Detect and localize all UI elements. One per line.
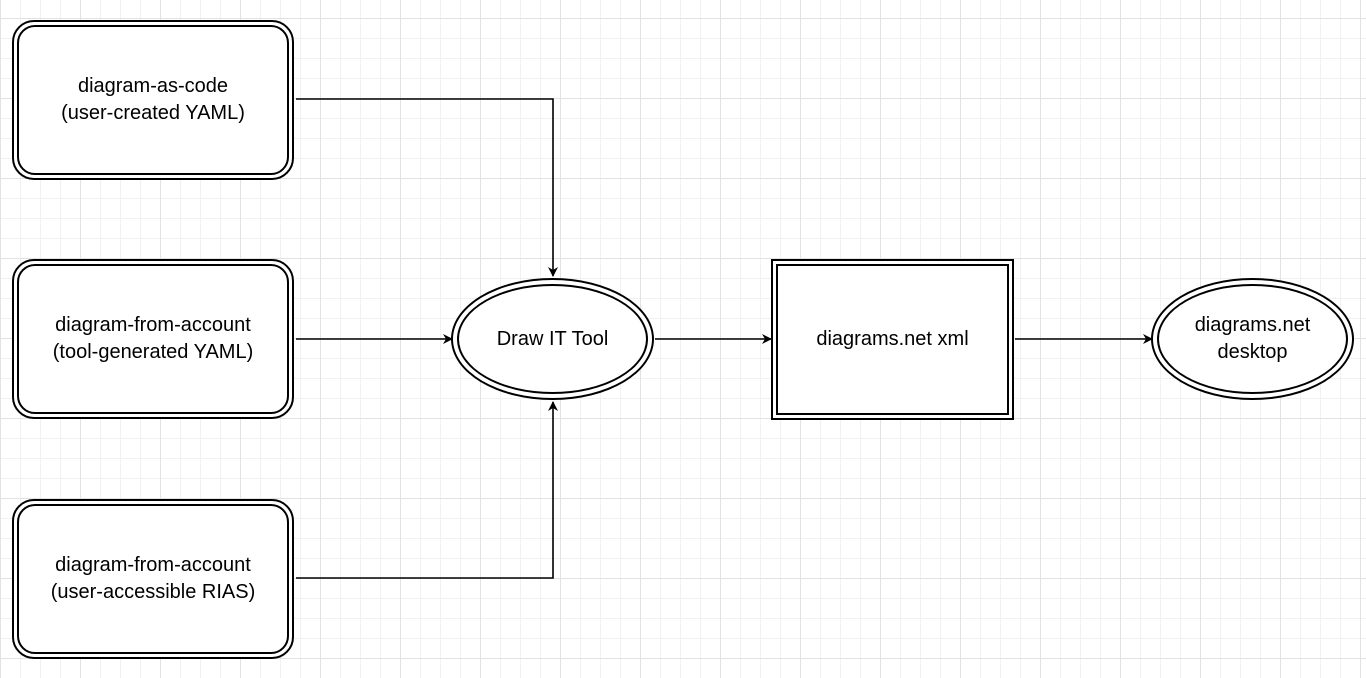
node-diagram-from-account-yaml-label: diagram-from-account (tool-generated YAM… [52,314,254,363]
node-diagram-from-account-yaml[interactable]: diagram-from-account (tool-generated YAM… [12,259,294,419]
node-diagram-from-account-rias[interactable]: diagram-from-account (user-accessible RI… [12,499,294,659]
node-diagram-from-account-rias-label: diagram-from-account (user-accessible RI… [50,554,256,603]
node-diagrams-net-xml-label: diagrams.net xml [816,328,969,350]
node-diagram-as-code[interactable]: diagram-as-code (user-created YAML) [12,20,294,180]
edge-yaml-user-to-drawit[interactable] [296,98,558,277]
node-diagrams-net-desktop[interactable]: diagrams.net desktop [1151,278,1354,400]
edge-rias-to-drawit[interactable] [296,401,558,579]
node-draw-it-tool[interactable]: Draw IT Tool [451,278,654,400]
node-diagram-as-code-label: diagram-as-code (user-created YAML) [61,75,245,124]
node-diagrams-net-xml[interactable]: diagrams.net xml [771,259,1014,420]
node-draw-it-tool-label: Draw IT Tool [496,327,609,350]
node-diagrams-net-desktop-label: diagrams.net desktop [1194,314,1311,363]
